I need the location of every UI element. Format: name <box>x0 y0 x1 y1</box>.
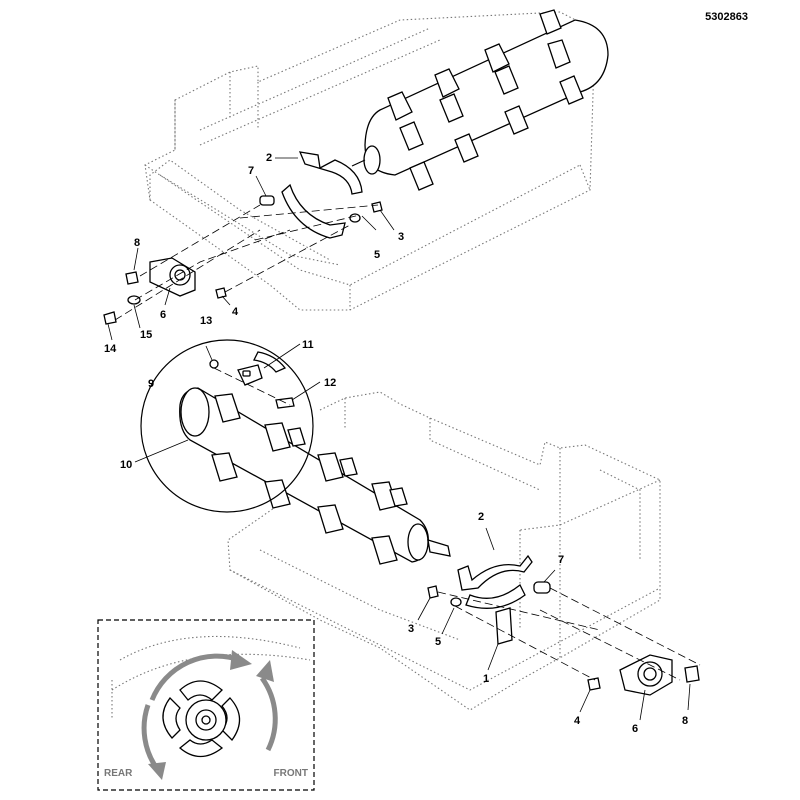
rotor-end-view <box>162 680 241 758</box>
label-part-11: 11 <box>302 339 314 351</box>
label-part-15: 15 <box>140 329 152 341</box>
label-part-1: 1 <box>483 673 489 685</box>
label-part-3-bottom: 3 <box>408 623 414 635</box>
top-assembly-centerlines <box>114 204 379 321</box>
detail-view-circle <box>140 339 314 513</box>
label-part-14: 14 <box>104 343 117 355</box>
label-part-6-top: 6 <box>160 309 166 321</box>
bottom-assembly-centerlines <box>437 587 701 681</box>
bottom-flail-rotor <box>179 387 451 565</box>
label-part-12: 12 <box>324 377 336 389</box>
label-part-7-top: 7 <box>248 165 254 177</box>
top-leaders <box>107 157 395 341</box>
label-part-6-bottom: 6 <box>632 723 638 735</box>
label-part-2-top: 2 <box>266 152 272 164</box>
document-number: 5302863 <box>705 11 748 23</box>
bottom-small-parts <box>427 581 700 696</box>
bottom-housing <box>227 391 661 711</box>
label-part-9: 9 <box>148 378 154 390</box>
label-part-7-bottom: 7 <box>558 554 564 566</box>
detail-parts <box>209 351 295 409</box>
top-bearing-bracket <box>281 151 363 239</box>
label-part-8-top: 8 <box>134 237 140 249</box>
label-part-10: 10 <box>120 459 132 471</box>
label-part-3-top: 3 <box>398 231 404 243</box>
rear-label: REAR <box>104 768 133 779</box>
label-part-2-bottom: 2 <box>478 511 484 523</box>
top-housing <box>144 11 596 311</box>
label-part-4-bottom: 4 <box>574 715 581 727</box>
rotation-arrow-icon <box>141 650 278 780</box>
label-part-5-top: 5 <box>374 249 380 261</box>
top-small-parts <box>103 195 383 325</box>
label-part-5-bottom: 5 <box>435 636 441 648</box>
label-part-8-bottom: 8 <box>682 715 688 727</box>
rotation-inset: REAR FRONT <box>97 619 315 791</box>
label-part-4-top: 4 <box>232 306 239 318</box>
bottom-leaders <box>134 343 691 721</box>
front-label: FRONT <box>274 768 308 779</box>
label-part-13: 13 <box>200 315 212 327</box>
bottom-bearing-bracket <box>457 554 533 645</box>
top-flail-rotor <box>351 9 609 191</box>
